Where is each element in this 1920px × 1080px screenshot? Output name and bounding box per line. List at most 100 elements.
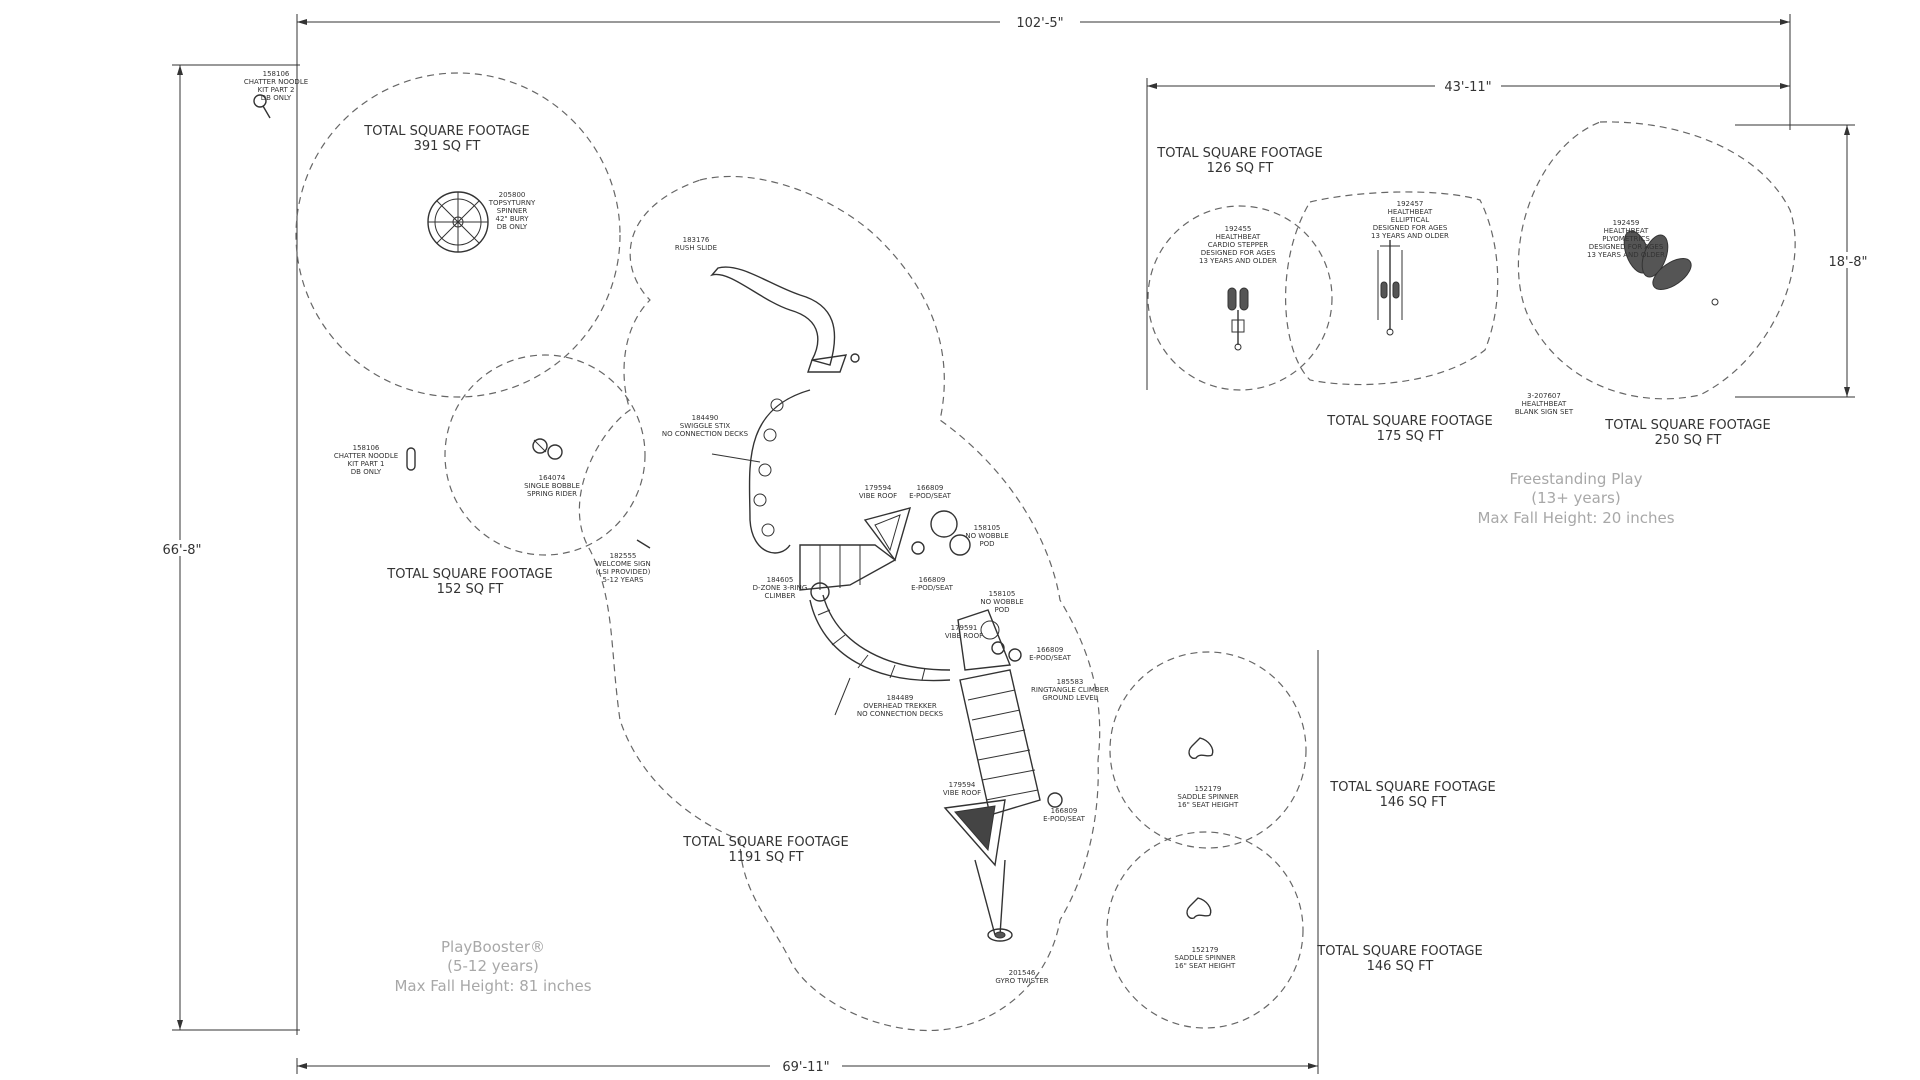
equipment-label-line: CARDIO STEPPER — [1208, 241, 1269, 249]
dimension-top-overall-label: 102'-5" — [1016, 16, 1063, 31]
rush-slide — [709, 266, 860, 373]
footage-heading: TOTAL SQUARE FOOTAGE — [386, 567, 552, 582]
equipment-label-line: E-POD/SEAT — [1029, 654, 1072, 662]
saddle-spinner-top-use-zone — [1109, 651, 1307, 849]
equipment-label-line: CHATTER NOODLE — [244, 78, 308, 86]
equipment-label-line: 3-207607 — [1527, 392, 1561, 400]
footage-value: 146 SQ FT — [1367, 959, 1434, 974]
equipment-label-line: WELCOME SIGN — [595, 560, 651, 568]
footage-heading: TOTAL SQUARE FOOTAGE — [363, 124, 529, 139]
equipment-label-line: POD — [994, 606, 1009, 614]
equipment-label-line: 166809 — [917, 484, 944, 492]
dimension-bottom: 69'-11" — [296, 650, 1319, 1075]
equipment-label-line: 152179 — [1195, 785, 1222, 793]
equipment-label-line: DB ONLY — [261, 94, 292, 102]
plyometrics-use-zone — [1517, 121, 1796, 400]
equipment-label-line: 166809 — [919, 576, 946, 584]
footage-heading: TOTAL SQUARE FOOTAGE — [1326, 414, 1492, 429]
equipment-label-line: OVERHEAD TREKKER — [863, 702, 937, 710]
zone-ages: (5-12 years) — [447, 957, 539, 975]
footage-heading: TOTAL SQUARE FOOTAGE — [1156, 146, 1322, 161]
footage-value: 1191 SQ FT — [728, 850, 803, 865]
footage-stepper: TOTAL SQUARE FOOTAGE 126 SQ FT — [1156, 146, 1322, 176]
equipment-label-line: NO CONNECTION DECKS — [662, 430, 749, 438]
equipment-label-line: DB ONLY — [351, 468, 382, 476]
equipment-label-line: HEALTHBEAT — [1604, 227, 1649, 235]
equipment-label-line: HEALTHBEAT — [1388, 208, 1433, 216]
zone-name: PlayBooster® — [441, 938, 545, 956]
equipment-label-line: 13 YEARS AND OLDER — [1371, 232, 1449, 240]
healthbeat-elliptical — [1377, 240, 1403, 336]
dimension-top-right: 43'-11" — [1146, 22, 1791, 390]
equipment-label-line: DB ONLY — [497, 223, 528, 231]
vibe-roof-2 — [957, 609, 1022, 671]
chatter-noodle-part2 — [253, 94, 271, 119]
dimension-bottom-label: 69'-11" — [782, 1060, 829, 1075]
swiggle-stix — [711, 389, 811, 554]
equipment-label-line: 184489 — [887, 694, 914, 702]
saddle-spinner-2 — [1186, 897, 1212, 919]
equipment-label-line: 192459 — [1613, 219, 1640, 227]
equipment-label-line: 16" SEAT HEIGHT — [1178, 801, 1239, 809]
main-structure-use-zone — [578, 175, 1101, 1032]
equipment-label-line: SPINNER — [497, 207, 528, 215]
zone-name: Freestanding Play — [1510, 470, 1643, 488]
dimension-top-overall: 102'-5" — [296, 14, 1791, 1035]
equipment-label-line: 192457 — [1397, 200, 1424, 208]
use-zones — [295, 72, 1796, 1032]
equipment-label-line: E-POD/SEAT — [1043, 815, 1086, 823]
equipment-label-line: 205800 — [499, 191, 526, 199]
healthbeat-cardio-stepper — [1227, 287, 1249, 351]
footage-elliptical: TOTAL SQUARE FOOTAGE 175 SQ FT — [1326, 414, 1492, 444]
equipment-label-line: CLIMBER — [765, 592, 796, 600]
footage-value: 146 SQ FT — [1380, 795, 1447, 810]
footage-value: 175 SQ FT — [1377, 429, 1444, 444]
equipment-label-line: 16" SEAT HEIGHT — [1175, 962, 1236, 970]
equipment-label-line: DESIGNED FOR AGES — [1373, 224, 1448, 232]
footage-main: TOTAL SQUARE FOOTAGE 1191 SQ FT — [682, 835, 848, 865]
equipment-label-line: 152179 — [1192, 946, 1219, 954]
equipment-label-line: D-ZONE 3-RING — [753, 584, 808, 592]
no-wobble-pod-1 — [930, 510, 971, 556]
equipment-label-line: 42" BURY — [496, 215, 530, 223]
zone-playbooster: PlayBooster® (5-12 years) Max Fall Heigh… — [394, 938, 591, 995]
equipment-label-line: SADDLE SPINNER — [1177, 793, 1238, 801]
dimension-right-height: 18'-8" — [1735, 124, 1876, 398]
ringtangle-climber — [959, 669, 1063, 816]
single-bobble-spring-rider — [532, 438, 563, 460]
footage-heading: TOTAL SQUARE FOOTAGE — [1316, 944, 1482, 959]
equipment-label-line: 13 YEARS AND OLDER — [1587, 251, 1665, 259]
footage-saddle-bottom: TOTAL SQUARE FOOTAGE 146 SQ FT — [1316, 944, 1482, 974]
equipment-label-line: NO WOBBLE — [980, 598, 1023, 606]
dimension-left-height: 66'-8" — [158, 64, 300, 1031]
equipment-label-line: 182555 — [610, 552, 637, 560]
dimension-top-right-label: 43'-11" — [1444, 80, 1491, 95]
chatter-noodle-part1 — [406, 447, 416, 471]
equipment-label-line: SADDLE SPINNER — [1174, 954, 1235, 962]
equipment-label-line: ELLIPTICAL — [1391, 216, 1430, 224]
footage-value: 152 SQ FT — [437, 582, 504, 597]
equipment-label-line: PLYOMETRICS — [1602, 235, 1650, 243]
footage-plyometrics: TOTAL SQUARE FOOTAGE 250 SQ FT — [1604, 418, 1770, 448]
equipment-label-line: RINGTANGLE CLIMBER — [1031, 686, 1109, 694]
equipment-label-line: 179594 — [949, 781, 976, 789]
equipment-label-line: RUSH SLIDE — [675, 244, 717, 252]
equipment-label-line: NO CONNECTION DECKS — [857, 710, 944, 718]
footage-heading: TOTAL SQUARE FOOTAGE — [1329, 780, 1495, 795]
equipment-label-line: 166809 — [1037, 646, 1064, 654]
vibe-roof-1 — [863, 507, 925, 562]
